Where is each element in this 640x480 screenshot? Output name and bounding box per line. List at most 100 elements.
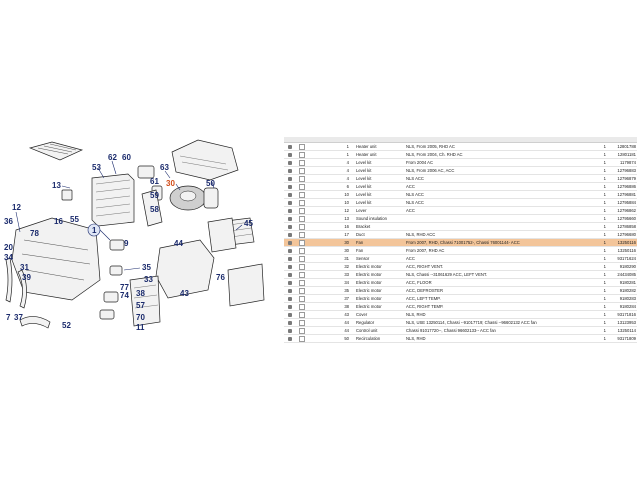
row-checkbox[interactable] — [299, 143, 305, 150]
row-checkbox[interactable] — [299, 271, 305, 278]
row-checkbox[interactable] — [299, 319, 305, 326]
part-info-icon[interactable] — [288, 296, 292, 301]
row-checkbox[interactable] — [299, 327, 305, 334]
row-icon-cell[interactable] — [284, 310, 296, 319]
row-checkbox[interactable] — [299, 183, 305, 190]
row-icon-cell[interactable] — [284, 318, 296, 327]
row-checkbox[interactable] — [299, 239, 305, 246]
row-checkbox-cell[interactable] — [296, 174, 308, 183]
part-info-icon[interactable] — [288, 168, 292, 173]
part-info-icon[interactable] — [288, 200, 292, 205]
part-info-icon[interactable] — [288, 192, 292, 197]
row-checkbox[interactable] — [299, 199, 305, 206]
row-checkbox-cell[interactable] — [296, 142, 308, 151]
row-icon-cell[interactable] — [284, 222, 296, 231]
row-checkbox[interactable] — [299, 287, 305, 294]
part-info-icon[interactable] — [288, 184, 292, 189]
row-checkbox-cell[interactable] — [296, 334, 308, 343]
row-checkbox[interactable] — [299, 207, 305, 214]
row-icon-cell[interactable] — [284, 278, 296, 287]
row-checkbox-cell[interactable] — [296, 158, 308, 167]
row-checkbox-cell[interactable] — [296, 166, 308, 175]
row-checkbox[interactable] — [299, 255, 305, 262]
part-info-icon[interactable] — [288, 336, 292, 341]
row-checkbox-cell[interactable] — [296, 278, 308, 287]
row-checkbox-cell[interactable] — [296, 262, 308, 271]
row-checkbox[interactable] — [299, 167, 305, 174]
row-checkbox-cell[interactable] — [296, 286, 308, 295]
row-icon-cell[interactable] — [284, 206, 296, 215]
part-info-icon[interactable] — [288, 320, 292, 325]
part-info-icon[interactable] — [288, 272, 292, 277]
row-checkbox[interactable] — [299, 191, 305, 198]
part-info-icon[interactable] — [288, 256, 292, 261]
row-checkbox-cell[interactable] — [296, 326, 308, 335]
row-checkbox-cell[interactable] — [296, 270, 308, 279]
row-checkbox-cell[interactable] — [296, 230, 308, 239]
row-checkbox[interactable] — [299, 175, 305, 182]
row-checkbox-cell[interactable] — [296, 254, 308, 263]
row-icon-cell[interactable] — [284, 270, 296, 279]
row-checkbox[interactable] — [299, 247, 305, 254]
row-checkbox[interactable] — [299, 263, 305, 270]
row-checkbox-cell[interactable] — [296, 190, 308, 199]
part-info-icon[interactable] — [288, 176, 292, 181]
row-checkbox-cell[interactable] — [296, 182, 308, 191]
row-checkbox-cell[interactable] — [296, 310, 308, 319]
row-icon-cell[interactable] — [284, 198, 296, 207]
row-icon-cell[interactable] — [284, 190, 296, 199]
part-info-icon[interactable] — [288, 304, 292, 309]
row-checkbox[interactable] — [299, 303, 305, 310]
row-icon-cell[interactable] — [284, 334, 296, 343]
row-checkbox-cell[interactable] — [296, 294, 308, 303]
part-info-icon[interactable] — [288, 328, 292, 333]
row-checkbox-cell[interactable] — [296, 318, 308, 327]
row-icon-cell[interactable] — [284, 166, 296, 175]
row-checkbox-cell[interactable] — [296, 198, 308, 207]
part-info-icon[interactable] — [288, 208, 292, 213]
row-icon-cell[interactable] — [284, 262, 296, 271]
part-info-icon[interactable] — [288, 248, 292, 253]
row-icon-cell[interactable] — [284, 182, 296, 191]
row-checkbox[interactable] — [299, 295, 305, 302]
row-checkbox-cell[interactable] — [296, 214, 308, 223]
row-checkbox-cell[interactable] — [296, 150, 308, 159]
row-icon-cell[interactable] — [284, 294, 296, 303]
row-checkbox[interactable] — [299, 159, 305, 166]
part-info-icon[interactable] — [288, 240, 292, 245]
part-info-icon[interactable] — [288, 280, 292, 285]
row-icon-cell[interactable] — [284, 302, 296, 311]
row-icon-cell[interactable] — [284, 150, 296, 159]
row-checkbox[interactable] — [299, 223, 305, 230]
row-checkbox[interactable] — [299, 311, 305, 318]
row-icon-cell[interactable] — [284, 326, 296, 335]
part-info-icon[interactable] — [288, 264, 292, 269]
part-info-icon[interactable] — [288, 312, 292, 317]
row-icon-cell[interactable] — [284, 174, 296, 183]
part-info-icon[interactable] — [288, 288, 292, 293]
row-icon-cell[interactable] — [284, 142, 296, 151]
row-checkbox[interactable] — [299, 279, 305, 286]
row-checkbox[interactable] — [299, 215, 305, 222]
part-info-icon[interactable] — [288, 152, 292, 157]
row-checkbox-cell[interactable] — [296, 222, 308, 231]
